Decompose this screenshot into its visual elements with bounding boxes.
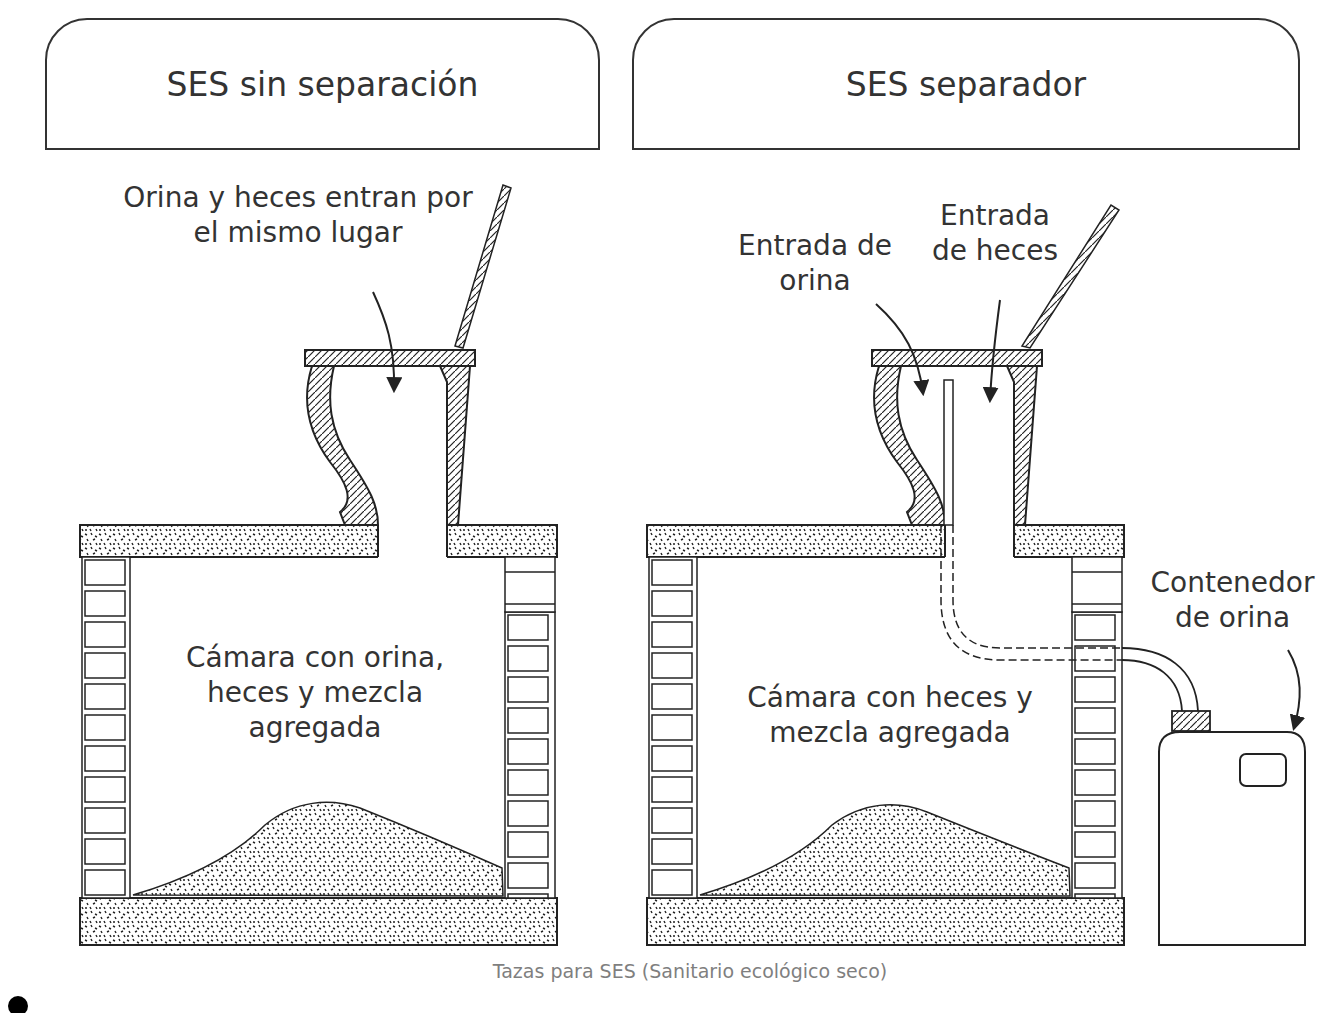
callout-label: Orina y heces entran por el mismo lugar bbox=[118, 180, 478, 250]
callout-label: Cámara con heces y mezcla agregada bbox=[740, 680, 1040, 750]
callout-label: Entrada de heces bbox=[920, 198, 1070, 268]
header-box: SES separador bbox=[632, 18, 1300, 150]
left-toilet bbox=[80, 185, 557, 945]
callout-label: Contenedor de orina bbox=[1135, 565, 1330, 635]
corner-dot bbox=[8, 996, 28, 1013]
header-box: SES sin separación bbox=[45, 18, 600, 150]
header-text: SES sin separación bbox=[167, 65, 479, 104]
header-text: SES separador bbox=[846, 65, 1086, 104]
callout-label: Cámara con orina, heces y mezcla agregad… bbox=[150, 640, 480, 745]
callout-label: Entrada de orina bbox=[735, 228, 895, 298]
figure-caption: Tazas para SES (Sanitario ecológico seco… bbox=[380, 960, 1000, 982]
